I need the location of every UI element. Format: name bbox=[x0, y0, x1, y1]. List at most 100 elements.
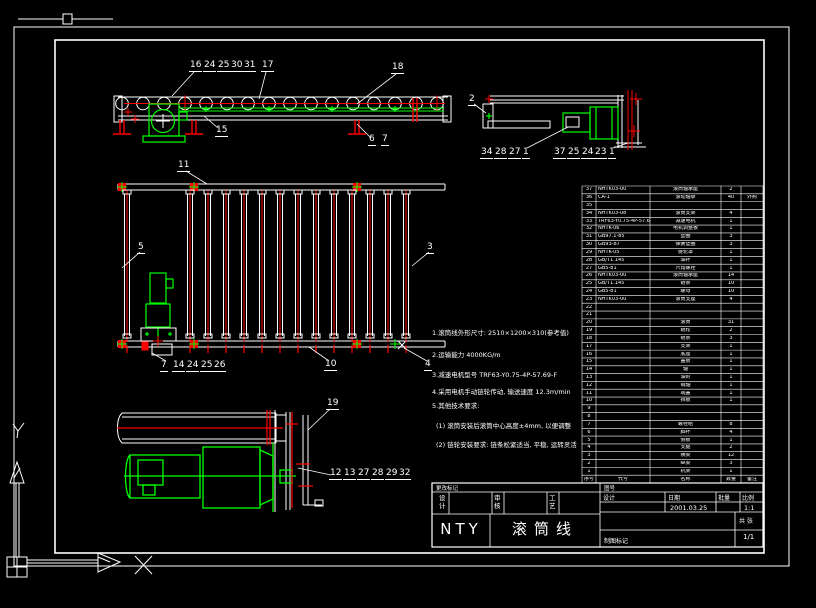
callout-label-30: 30 bbox=[230, 61, 243, 72]
drive-motor-plan bbox=[145, 273, 173, 344]
bom-cell-no: 31 bbox=[582, 234, 596, 240]
bom-cell-no: 1 bbox=[582, 469, 596, 475]
bom-cell-no: 37 bbox=[582, 187, 596, 193]
callout-label-5: 5 bbox=[137, 243, 145, 254]
drawing-scale: 1:1 bbox=[744, 504, 754, 512]
callout-label-4: 4 bbox=[424, 360, 432, 371]
bom-cell-qty: 1 bbox=[721, 383, 741, 389]
drawing-date: 2001.03.25 bbox=[670, 504, 707, 512]
bom-cell-no: 24 bbox=[582, 289, 596, 295]
bom-cell-code: GB97.1-85 bbox=[598, 234, 650, 240]
bom-cell-qty: 3 bbox=[721, 336, 741, 342]
bom-cell-name: 六角螺栓 bbox=[650, 266, 721, 272]
leader-lines bbox=[172, 72, 396, 138]
note-line-5: 5.其他技术要求: bbox=[432, 403, 479, 410]
bom-cell-no: 12 bbox=[582, 383, 596, 389]
drive-end-detail-view bbox=[474, 90, 646, 150]
bom-cell-no: 35 bbox=[582, 203, 596, 209]
bom-cell-code: NHTK03-00 bbox=[598, 187, 650, 193]
callout-label-14: 14 bbox=[172, 361, 185, 372]
bom-cell-qty: 1 bbox=[721, 438, 741, 444]
bom-cell-no: 23 bbox=[582, 297, 596, 303]
callout-label-25: 25 bbox=[200, 361, 213, 372]
bom-cell-no: 11 bbox=[582, 391, 596, 397]
bom-cell-no: 29 bbox=[582, 250, 596, 256]
bom-cell-no: 21 bbox=[582, 312, 596, 318]
bom-cell-no: 3 bbox=[582, 453, 596, 459]
bom-cell-name: 销轴 bbox=[650, 383, 721, 389]
bom-cell-name: 底座 bbox=[650, 352, 721, 358]
bom-cell-code: CA-1 bbox=[598, 195, 650, 201]
bom-cell-qty: 1 bbox=[721, 226, 741, 232]
callout-label-25: 25 bbox=[217, 61, 230, 72]
bom-cell-no: 14 bbox=[582, 367, 596, 373]
callout-label-18: 18 bbox=[391, 63, 404, 74]
bom-cell-qty: 12 bbox=[721, 453, 741, 459]
bom-cell-qty: 3 bbox=[721, 461, 741, 467]
bom-cell-code: NHTK03-00 bbox=[598, 297, 650, 303]
bom-cell-no: 20 bbox=[582, 320, 596, 326]
drawing-title: 滚筒线 bbox=[492, 518, 598, 539]
bom-cell-qty: 2 bbox=[721, 328, 741, 334]
bom-cell-no: 32 bbox=[582, 226, 596, 232]
bom-cell-code: NHTK-06 bbox=[598, 226, 650, 232]
bom-cell-no: 13 bbox=[582, 375, 596, 381]
bom-cell-qty: 1 bbox=[721, 359, 741, 365]
bom-cell-name: 电机调整板 bbox=[650, 226, 721, 232]
callout-label-13: 13 bbox=[343, 469, 356, 480]
bom-cell-qty: 1 bbox=[721, 375, 741, 381]
callout-label-31: 31 bbox=[243, 61, 256, 72]
bom-cell-no: 17 bbox=[582, 344, 596, 350]
bom-cell-qty: 1 bbox=[721, 266, 741, 272]
callout-label-19: 19 bbox=[326, 399, 339, 410]
callout-label-10: 10 bbox=[324, 360, 337, 371]
bom-cell-name: 减速电机 bbox=[650, 219, 721, 225]
bom-cell-name: 端盖 bbox=[650, 391, 721, 397]
bom-cell-name: 挡板 bbox=[650, 398, 721, 404]
callout-label-3: 3 bbox=[426, 243, 434, 254]
bom-cell-name: 油杯 bbox=[650, 258, 721, 264]
bom-cell-name: 螺栓组 bbox=[650, 422, 721, 428]
callout-label-7: 7 bbox=[381, 135, 389, 146]
callout-label-27: 27 bbox=[357, 469, 370, 480]
bom-cell-name: 链轮罩 bbox=[650, 250, 721, 256]
bom-cell-name: 滚筒轴承座 bbox=[650, 273, 721, 279]
callout-label-7: 7 bbox=[160, 361, 168, 372]
bom-cell-qty: 1 bbox=[721, 469, 741, 475]
bom-cell-qty: 1 bbox=[721, 344, 741, 350]
bom-cell-qty: 8 bbox=[721, 422, 741, 428]
titleblock-col-design: 设计 bbox=[439, 495, 446, 510]
bom-cell-code: GB93-87 bbox=[598, 242, 650, 248]
bom-cell-name: 滚筒 bbox=[650, 320, 721, 326]
bom-cell-no: 16 bbox=[582, 352, 596, 358]
bom-cell-name: 横梁 bbox=[650, 453, 721, 459]
bom-cell-code: GB/T1.145 bbox=[598, 258, 650, 264]
bom-cell-qty: 2 bbox=[721, 445, 741, 451]
note-line-3: 3.减速电机型号 TRF63-Y0.75-4P-57.69-F bbox=[432, 372, 557, 379]
bom-cell-no: 9 bbox=[582, 406, 596, 412]
bom-cell-name: 盖板 bbox=[650, 359, 721, 365]
bom-cell-name: 支架 bbox=[650, 344, 721, 350]
bom-cell-code: GB5-81 bbox=[598, 289, 650, 295]
bom-cell-no: 34 bbox=[582, 211, 596, 217]
bom-cell-remark: 外购 bbox=[741, 195, 763, 201]
bom-cell-name: 垫圈 bbox=[650, 234, 721, 240]
bom-cell-name: 链条 bbox=[650, 281, 721, 287]
bom-cell-qty: 1 bbox=[721, 391, 741, 397]
plan-view bbox=[117, 171, 445, 361]
bom-cell-no: 27 bbox=[582, 266, 596, 272]
bom-cell-qty: 4 bbox=[721, 211, 741, 217]
bom-cell-qty: 3 bbox=[721, 242, 741, 248]
bom-cell-no: 25 bbox=[582, 281, 596, 287]
bom-cell-name: 滚筒支架 bbox=[650, 211, 721, 217]
callout-label-24: 24 bbox=[581, 148, 594, 159]
callout-label-34: 34 bbox=[480, 148, 493, 159]
bom-cell-no: 30 bbox=[582, 242, 596, 248]
bom-header-qty: 数量 bbox=[721, 477, 741, 483]
callout-label-29: 29 bbox=[385, 469, 398, 480]
titleblock-bottom-note: 制图标记 bbox=[604, 536, 628, 545]
bom-cell-name: 油封 bbox=[650, 375, 721, 381]
bom-cell-name: 脚杯 bbox=[650, 430, 721, 436]
